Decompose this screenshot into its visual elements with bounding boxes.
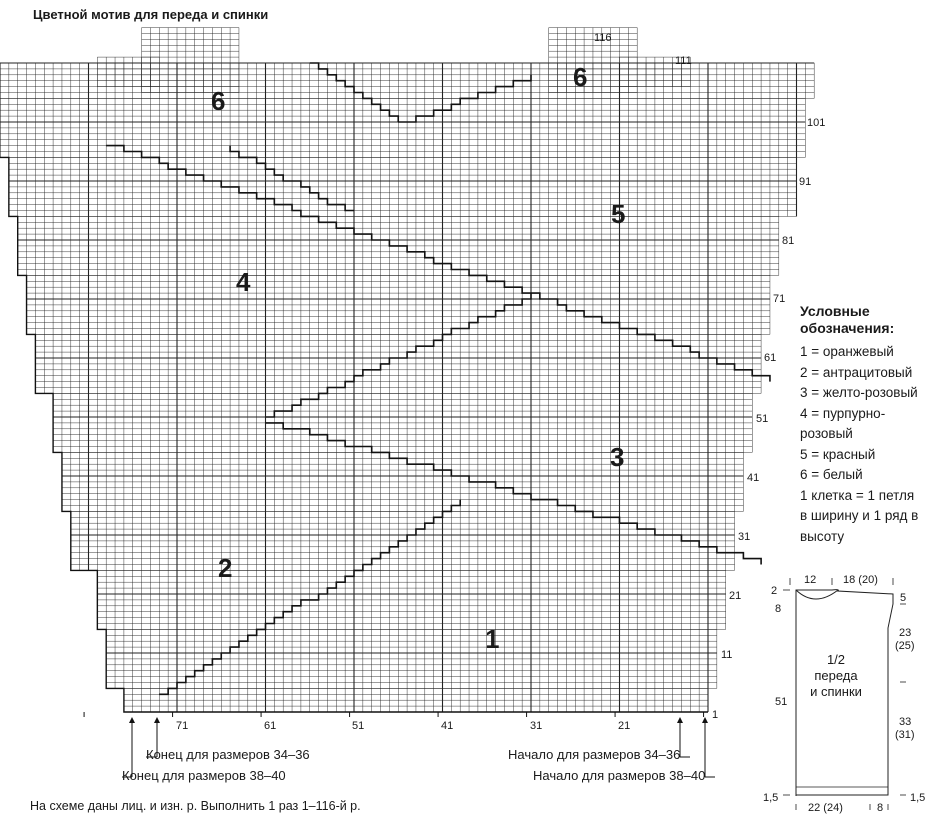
row-number-41: 41 xyxy=(747,472,760,484)
label-start-38-40: Начало для размеров 38–40 xyxy=(533,768,706,783)
schem-bottom-right-15: 1,5 xyxy=(910,792,926,804)
schem-left-neck: 8 xyxy=(775,603,782,615)
zone-label-6-right: 6 xyxy=(573,62,588,92)
row-number-111: 111 xyxy=(675,55,692,67)
schem-bottom-right-8: 8 xyxy=(877,802,884,814)
schem-left-top: 2 xyxy=(771,585,778,597)
color-boundaries xyxy=(106,62,771,696)
schem-right-side-b: (31) xyxy=(895,729,915,741)
garment-schematic xyxy=(783,578,906,810)
schem-top-right: 18 (20) xyxy=(843,574,878,586)
row-number-51: 51 xyxy=(756,413,769,425)
chart-title: Цветной мотив для переда и спинки xyxy=(33,7,269,22)
schem-label: 1/2 переда и спинки xyxy=(808,652,864,700)
schem-right-side-a: 33 xyxy=(899,716,912,728)
row-number-71: 71 xyxy=(773,293,786,305)
axis-ticks xyxy=(83,712,705,717)
schem-label-line1: 1/2 xyxy=(826,652,846,667)
arrow-end-34-36 xyxy=(154,717,160,757)
legend-item: 3 = желто-розовый xyxy=(800,385,918,400)
schem-right-armhole-b: (25) xyxy=(895,640,915,652)
row-number-21: 21 xyxy=(729,590,742,602)
label-end-34-36: Конец для размеров 34–36 xyxy=(146,747,310,762)
label-start-34-36: Начало для размеров 34–36 xyxy=(508,747,681,762)
row-number-101: 101 xyxy=(807,117,826,129)
zone-label-6-left: 6 xyxy=(211,86,226,116)
chart-outline xyxy=(0,156,708,713)
stitch-number-51: 51 xyxy=(352,720,365,732)
schem-label-line2: переда xyxy=(814,668,858,683)
stitch-number-71: 71 xyxy=(176,720,189,732)
arrow-end-38-40 xyxy=(129,717,135,777)
legend-item: 1 = оранжевый xyxy=(800,344,894,359)
row-number-11: 11 xyxy=(721,649,733,661)
legend-item: 5 = красный xyxy=(800,446,876,462)
schem-bottom-width: 22 (24) xyxy=(808,802,843,814)
zone-label-4: 4 xyxy=(236,267,251,297)
legend-item: 1 клетка = 1 петля в ширину и 1 ряд в вы… xyxy=(800,487,919,544)
arrow-start-38-40 xyxy=(702,717,708,777)
schem-bottom-left: 1,5 xyxy=(763,792,779,804)
row-number-91: 91 xyxy=(799,176,812,188)
legend-item: 4 = пурпурно-розовый xyxy=(800,405,886,442)
zone-label-1: 1 xyxy=(485,624,500,654)
zone-label-5: 5 xyxy=(611,199,626,229)
footnote: На схеме даны лиц. и изн. р. Выполнить 1… xyxy=(30,799,361,813)
schem-top-left: 12 xyxy=(804,574,817,586)
legend-item: 2 = антрацитовый xyxy=(800,364,913,380)
stitch-number-41: 41 xyxy=(441,720,454,732)
schematic-neckline xyxy=(795,589,839,600)
schem-right-armhole-a: 23 xyxy=(899,627,912,639)
row-number-1: 1 xyxy=(712,709,719,721)
stitch-number-31: 31 xyxy=(530,720,543,732)
start-end-arrows xyxy=(122,717,715,778)
schematic-outline xyxy=(795,589,894,796)
stitch-number-61: 61 xyxy=(264,720,277,732)
row-number-61: 61 xyxy=(764,352,777,364)
arrow-start-34-36 xyxy=(677,717,683,757)
legend: Условные обозначения: 1 = оранжевый 2 = … xyxy=(800,303,946,547)
schem-label-line3: и спинки xyxy=(810,684,862,699)
schem-left-height: 51 xyxy=(775,696,788,708)
schem-right-shoulder: 5 xyxy=(900,592,907,604)
legend-heading: Условные обозначения: xyxy=(800,303,895,336)
row-number-116: 116 xyxy=(594,32,612,44)
legend-item: 6 = белый xyxy=(800,467,863,482)
label-end-38-40: Конец для размеров 38–40 xyxy=(122,768,286,783)
zone-label-3: 3 xyxy=(610,442,625,472)
row-number-81: 81 xyxy=(782,235,795,247)
chart-grid xyxy=(0,27,815,713)
row-number-31: 31 xyxy=(738,531,751,543)
zone-label-2: 2 xyxy=(218,553,233,583)
stitch-number-21: 21 xyxy=(618,720,631,732)
